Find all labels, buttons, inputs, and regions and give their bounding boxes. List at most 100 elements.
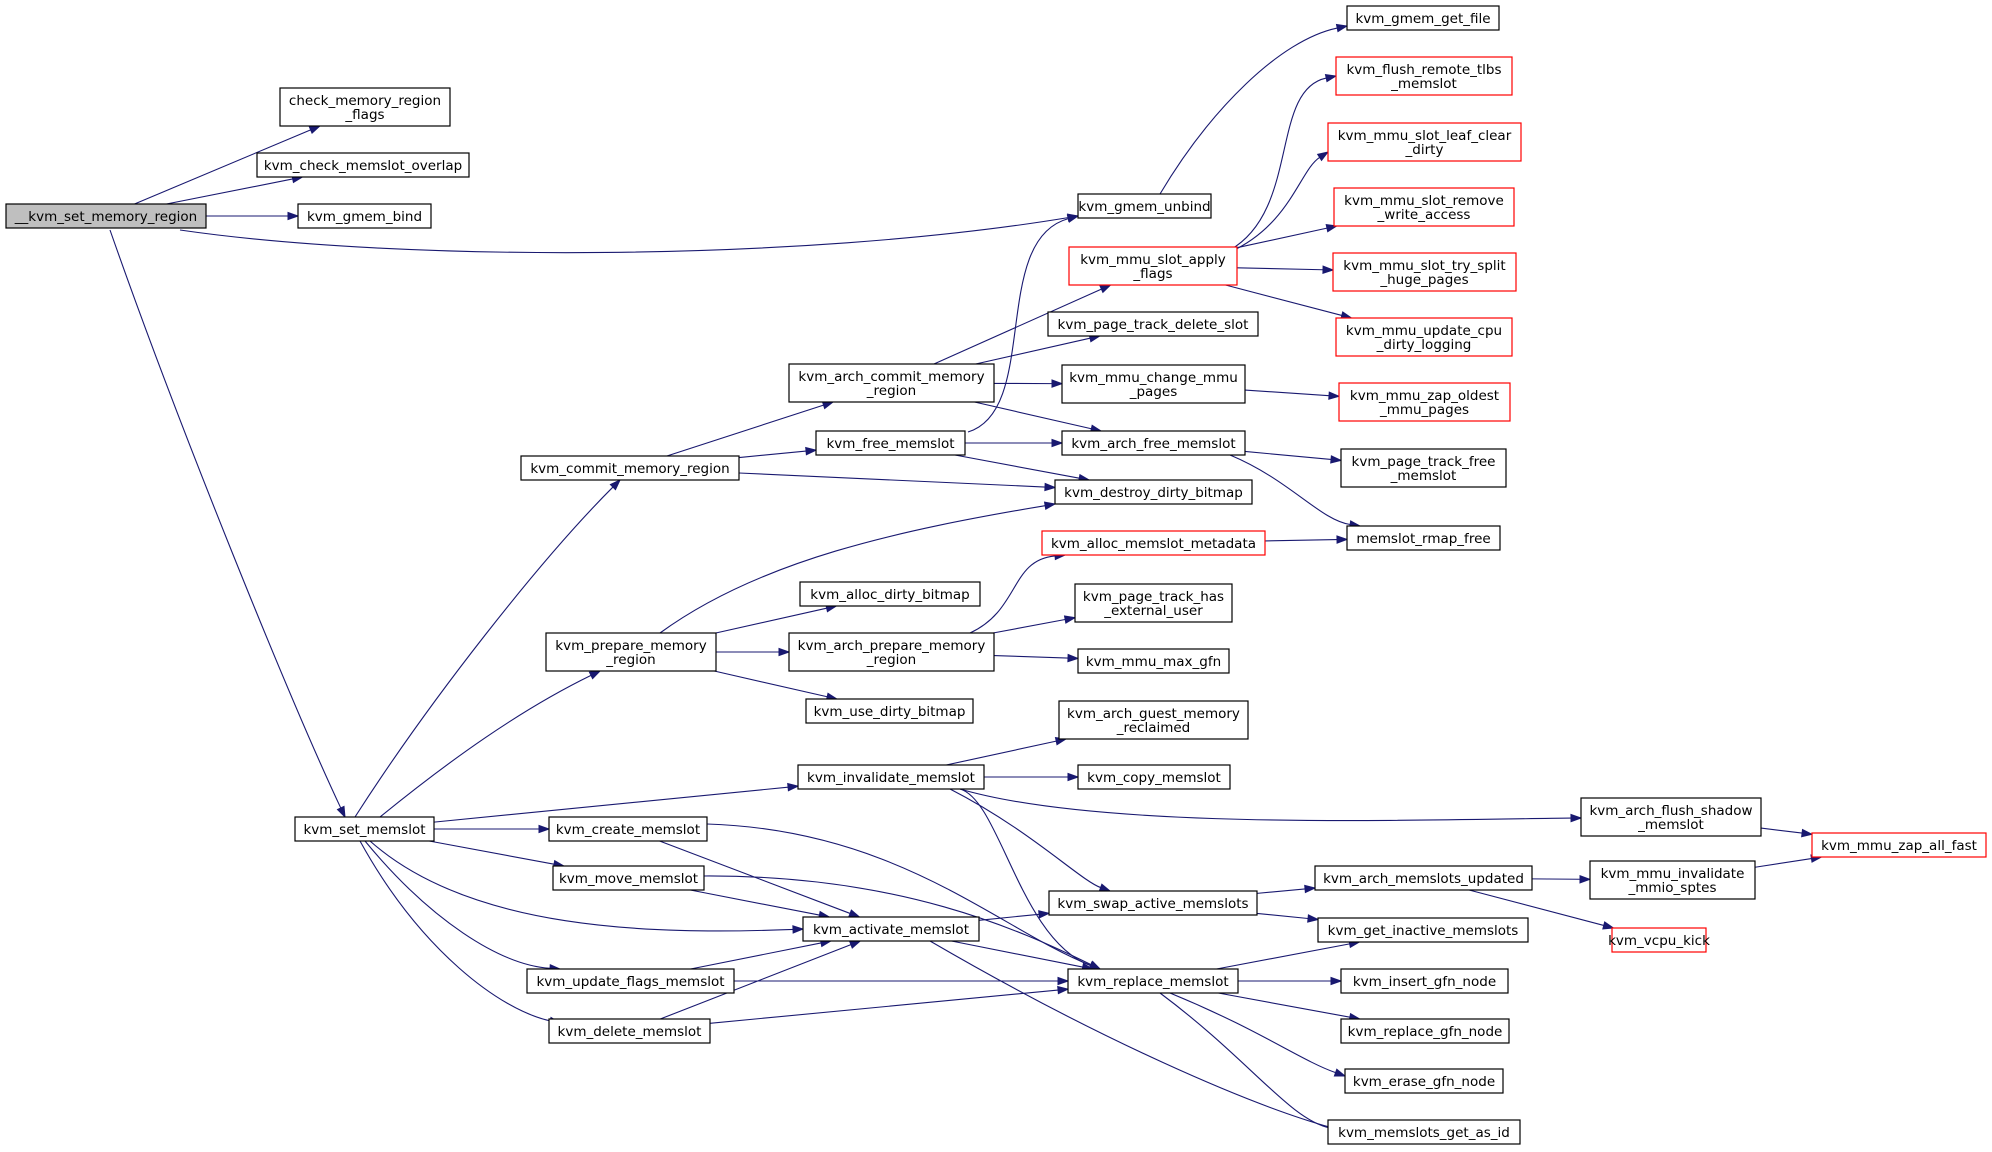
function-node-destroy-dirty[interactable]: kvm_destroy_dirty_bitmap bbox=[1054, 479, 1253, 505]
function-node-leaf-clear[interactable]: kvm_mmu_slot_leaf_clear_dirty bbox=[1327, 122, 1522, 162]
function-node-check-flags[interactable]: check_memory_region_flags bbox=[279, 87, 451, 127]
node-label: kvm_arch_memslots_updated bbox=[1323, 871, 1524, 887]
edge-arrowhead bbox=[848, 940, 862, 949]
function-node-vcpu-kick[interactable]: kvm_vcpu_kick bbox=[1608, 927, 1710, 953]
edge-arrowhead bbox=[1304, 884, 1317, 894]
function-node-arch-free[interactable]: kvm_arch_free_memslot bbox=[1061, 430, 1246, 456]
function-node-get-as-id[interactable]: kvm_memslots_get_as_id bbox=[1327, 1119, 1521, 1145]
function-node-invalidate-mmio[interactable]: kvm_mmu_invalidate_mmio_sptes bbox=[1589, 860, 1756, 900]
function-node-remove-write[interactable]: kvm_mmu_slot_remove_write_access bbox=[1333, 187, 1515, 227]
function-node-create-memslot[interactable]: kvm_create_memslot bbox=[548, 816, 708, 842]
edge-line bbox=[1244, 389, 1330, 397]
function-node-invalidate[interactable]: kvm_invalidate_memslot bbox=[797, 764, 985, 790]
function-node-rmap-free[interactable]: memslot_rmap_free bbox=[1346, 525, 1501, 551]
function-node-alloc-metadata[interactable]: kvm_alloc_memslot_metadata bbox=[1041, 530, 1266, 556]
node-box bbox=[815, 430, 966, 456]
call-edge-free_memslot-to-gmem_unbind bbox=[967, 214, 1080, 433]
node-box bbox=[552, 865, 705, 891]
node-box bbox=[548, 1018, 711, 1044]
function-node-replace-gfn[interactable]: kvm_replace_gfn_node bbox=[1340, 1018, 1510, 1044]
node-box bbox=[520, 455, 740, 481]
function-node-use-dirty[interactable]: kvm_use_dirty_bitmap bbox=[805, 698, 974, 724]
node-label: kvm_mmu_slot_apply bbox=[1080, 252, 1226, 268]
edge-arrowhead bbox=[848, 909, 861, 918]
node-label: kvm_use_dirty_bitmap bbox=[814, 704, 966, 720]
function-node-activate[interactable]: kvm_activate_memslot bbox=[802, 916, 980, 942]
node-label: kvm_mmu_zap_oldest bbox=[1350, 388, 1499, 404]
function-node-change-mmu[interactable]: kvm_mmu_change_mmu_pages bbox=[1061, 364, 1246, 404]
function-node-apply-flags[interactable]: kvm_mmu_slot_apply_flags bbox=[1068, 246, 1238, 286]
call-edge-prepare_region-to-arch_prepare bbox=[716, 647, 791, 657]
function-node-zap-oldest[interactable]: kvm_mmu_zap_oldest_mmu_pages bbox=[1338, 382, 1511, 422]
function-node-max-gfn[interactable]: kvm_mmu_max_gfn bbox=[1077, 648, 1230, 674]
function-node-try-split[interactable]: kvm_mmu_slot_try_split_huge_pages bbox=[1332, 252, 1517, 292]
function-node-commit-region[interactable]: kvm_commit_memory_region bbox=[520, 455, 740, 481]
call-edge-replace-to-replace_gfn bbox=[1218, 992, 1362, 1022]
node-label: kvm_mmu_slot_try_split bbox=[1343, 258, 1505, 274]
function-node-swap-active[interactable]: kvm_swap_active_memslots bbox=[1048, 890, 1258, 916]
edge-arrowhead bbox=[1307, 914, 1320, 923]
edge-line bbox=[949, 788, 1101, 889]
call-edge-apply_flags-to-try_split bbox=[1236, 265, 1335, 275]
function-node-gmem-unbind[interactable]: kvm_gmem_unbind bbox=[1077, 193, 1212, 219]
function-node-guest-reclaimed[interactable]: kvm_arch_guest_memory_reclaimed bbox=[1058, 700, 1249, 740]
node-label: kvm_mmu_slot_remove bbox=[1344, 193, 1504, 209]
function-node-update-cpu[interactable]: kvm_mmu_update_cpu_dirty_logging bbox=[1335, 317, 1513, 357]
function-node-check-overlap[interactable]: kvm_check_memslot_overlap bbox=[256, 152, 470, 178]
function-node-flush-shadow[interactable]: kvm_arch_flush_shadow_memslot bbox=[1580, 797, 1762, 837]
function-node-get-inactive[interactable]: kvm_get_inactive_memslots bbox=[1317, 917, 1529, 943]
edge-arrowhead bbox=[1602, 921, 1615, 930]
node-label: kvm_arch_guest_memory bbox=[1067, 706, 1240, 722]
node-label: _region bbox=[866, 652, 916, 668]
function-node-delete-memslot[interactable]: kvm_delete_memslot bbox=[548, 1018, 711, 1044]
edge-line bbox=[1468, 889, 1604, 926]
node-label: _mmio_sptes bbox=[1627, 880, 1716, 896]
function-node-memslots-updated[interactable]: kvm_arch_memslots_updated bbox=[1314, 865, 1533, 891]
function-node-gmem-bind[interactable]: kvm_gmem_bind bbox=[297, 203, 432, 229]
function-node-erase-gfn[interactable]: kvm_erase_gfn_node bbox=[1344, 1068, 1504, 1094]
function-node-insert-gfn[interactable]: kvm_insert_gfn_node bbox=[1340, 968, 1509, 994]
function-node-gmem-get-file[interactable]: kvm_gmem_get_file bbox=[1346, 5, 1500, 31]
node-label: kvm_get_inactive_memslots bbox=[1328, 923, 1519, 939]
function-node-update-flags[interactable]: kvm_update_flags_memslot bbox=[526, 968, 735, 994]
node-label: kvm_check_memslot_overlap bbox=[264, 158, 462, 174]
edge-line bbox=[974, 401, 1092, 430]
edge-arrowhead bbox=[538, 824, 551, 834]
node-box bbox=[1340, 1018, 1510, 1044]
function-node-move-memslot[interactable]: kvm_move_memslot bbox=[552, 865, 705, 891]
node-label: _memslot bbox=[1390, 468, 1457, 484]
edge-line bbox=[969, 555, 1056, 634]
function-node-arch-prepare[interactable]: kvm_arch_prepare_memory_region bbox=[788, 632, 995, 672]
node-label: _flags bbox=[1132, 266, 1172, 282]
function-node-arch-commit[interactable]: kvm_arch_commit_memory_region bbox=[788, 363, 995, 403]
function-node-page-track-delete[interactable]: kvm_page_track_delete_slot bbox=[1047, 311, 1259, 337]
function-node-flush-remote[interactable]: kvm_flush_remote_tlbs_memslot bbox=[1335, 56, 1513, 96]
edge-arrowhead bbox=[1044, 482, 1057, 492]
function-node-copy-memslot[interactable]: kvm_copy_memslot bbox=[1077, 764, 1231, 790]
edge-line bbox=[1225, 284, 1342, 316]
node-label: kvm_mmu_slot_leaf_clear bbox=[1338, 128, 1512, 144]
function-node-free-memslot[interactable]: kvm_free_memslot bbox=[815, 430, 966, 456]
node-box bbox=[1047, 311, 1259, 337]
function-node-has-external[interactable]: kvm_page_track_has_external_user bbox=[1074, 583, 1233, 623]
edge-line bbox=[933, 288, 1102, 365]
edge-line bbox=[364, 840, 551, 969]
function-node-replace[interactable]: kvm_replace_memslot bbox=[1067, 968, 1239, 994]
call-edge-set_memslot-to-activate bbox=[369, 840, 805, 934]
call-edge-invalidate-to-guest_reclaimed bbox=[946, 737, 1068, 766]
node-box bbox=[545, 632, 717, 672]
node-label: kvm_replace_gfn_node bbox=[1348, 1024, 1503, 1040]
node-label: kvm_move_memslot bbox=[559, 871, 698, 887]
function-node-set-memory-region[interactable]: __kvm_set_memory_region bbox=[5, 203, 207, 229]
function-node-zap-all[interactable]: kvm_mmu_zap_all_fast bbox=[1811, 832, 1987, 858]
function-node-page-track-free[interactable]: kvm_page_track_free_memslot bbox=[1340, 448, 1507, 488]
edge-line bbox=[703, 875, 1092, 966]
function-node-alloc-dirty[interactable]: kvm_alloc_dirty_bitmap bbox=[799, 581, 981, 607]
function-node-set-memslot[interactable]: kvm_set_memslot bbox=[294, 816, 435, 842]
function-node-prepare-region[interactable]: kvm_prepare_memory_region bbox=[545, 632, 717, 672]
call-edge-set_memory_region-to-gmem_bind bbox=[205, 211, 300, 221]
node-label: kvm_page_track_has bbox=[1083, 589, 1224, 605]
edge-arrowhead bbox=[1038, 910, 1051, 919]
edge-arrowhead bbox=[308, 125, 322, 135]
